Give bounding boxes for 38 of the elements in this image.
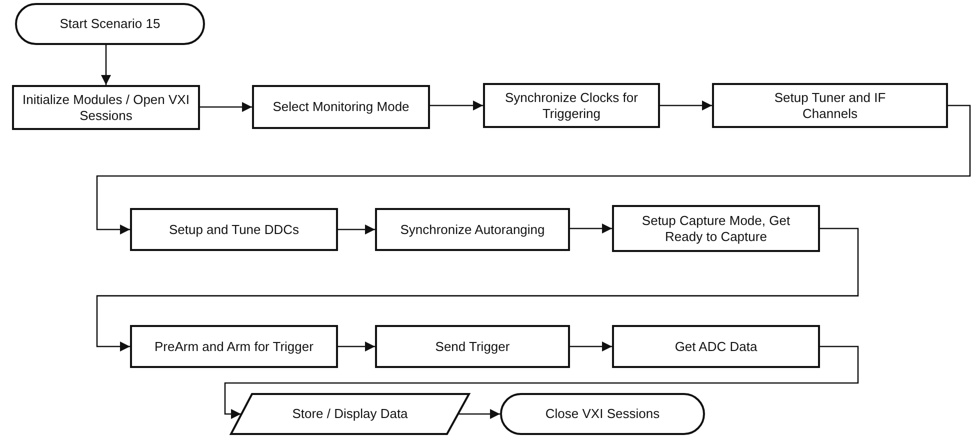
node-label: Get ADC Data xyxy=(674,338,758,354)
node-label: Setup Tuner and IF Channels xyxy=(773,90,887,122)
arrow xyxy=(224,346,859,419)
process-box xyxy=(12,85,200,130)
process-box xyxy=(483,83,660,128)
node-label: Close VXI Sessions xyxy=(545,406,660,422)
node-label: Store / Display Data xyxy=(292,406,408,422)
process-box xyxy=(612,205,820,252)
node-label: Synchronize Clocks for Triggering xyxy=(504,90,639,122)
process-box xyxy=(375,325,570,368)
arrow xyxy=(459,409,500,419)
node-label: Setup Capture Mode, Get Ready to Capture xyxy=(640,212,792,244)
arrow xyxy=(200,102,252,112)
node-label: Setup and Tune DDCs xyxy=(168,222,300,238)
arrow xyxy=(430,100,483,110)
node-label: Send Trigger xyxy=(435,338,510,354)
arrow xyxy=(96,228,859,352)
arrow xyxy=(101,45,111,85)
arrow xyxy=(570,342,612,352)
node-label: Synchronize Autoranging xyxy=(400,222,545,238)
node-label: PreArm and Arm for Trigger xyxy=(154,338,314,354)
process-box xyxy=(375,208,570,251)
terminal-box xyxy=(15,3,205,45)
arrow xyxy=(570,224,612,234)
process-box xyxy=(612,325,820,368)
process-box xyxy=(252,85,430,129)
process-box xyxy=(130,208,338,251)
arrow xyxy=(338,224,375,234)
process-box xyxy=(130,325,338,368)
data-parallelogram xyxy=(230,393,470,435)
process-box xyxy=(712,83,948,128)
node-label: Initialize Modules / Open VXI Sessions xyxy=(22,92,190,124)
arrow xyxy=(338,342,375,352)
terminal-box xyxy=(500,393,705,435)
arrow xyxy=(96,104,971,234)
arrow xyxy=(660,100,712,110)
node-label: Select Monitoring Mode xyxy=(272,99,410,115)
node-label: Start Scenario 15 xyxy=(60,16,160,32)
